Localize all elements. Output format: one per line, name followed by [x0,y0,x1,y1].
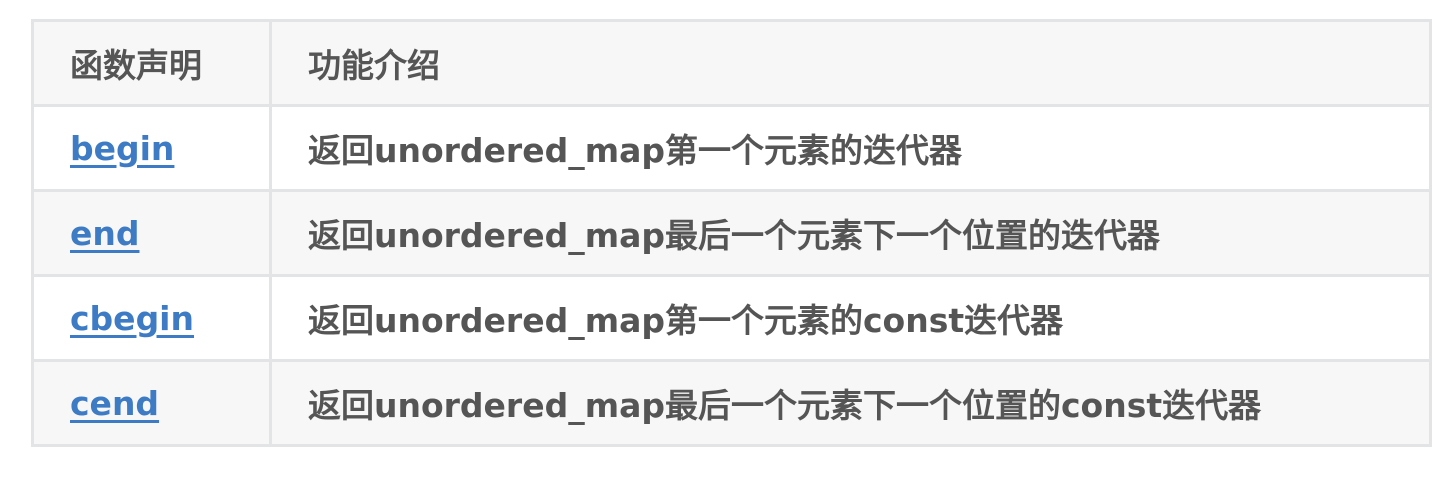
table-body: begin 返回unordered_map第一个元素的迭代器 end 返回uno… [31,104,1432,447]
table-row: end 返回unordered_map最后一个元素下一个位置的迭代器 [31,189,1432,277]
function-name-cell: cbegin [31,274,272,362]
table-row: cbegin 返回unordered_map第一个元素的const迭代器 [31,274,1432,362]
function-name-cell: begin [31,104,272,192]
header-row: 函数声明 功能介绍 [31,19,1432,107]
table-header: 函数声明 功能介绍 [31,19,1432,107]
function-name-cell: end [31,189,272,277]
table-row: begin 返回unordered_map第一个元素的迭代器 [31,104,1432,192]
table-row: cend 返回unordered_map最后一个元素下一个位置的const迭代器 [31,359,1432,447]
header-function-description: 功能介绍 [269,19,1432,107]
header-function-declaration: 函数声明 [31,19,272,107]
function-link-begin[interactable]: begin [70,128,175,168]
function-link-cend[interactable]: cend [70,383,160,423]
function-table-container: 函数声明 功能介绍 begin 返回unordered_map第一个元素的迭代器… [31,19,1432,447]
function-link-cbegin[interactable]: cbegin [70,298,194,338]
function-table: 函数声明 功能介绍 begin 返回unordered_map第一个元素的迭代器… [31,19,1432,447]
function-link-end[interactable]: end [70,213,140,253]
function-description-cell: 返回unordered_map第一个元素的迭代器 [269,104,1432,192]
function-description-cell: 返回unordered_map最后一个元素下一个位置的const迭代器 [269,359,1432,447]
function-description-cell: 返回unordered_map最后一个元素下一个位置的迭代器 [269,189,1432,277]
function-name-cell: cend [31,359,272,447]
function-description-cell: 返回unordered_map第一个元素的const迭代器 [269,274,1432,362]
